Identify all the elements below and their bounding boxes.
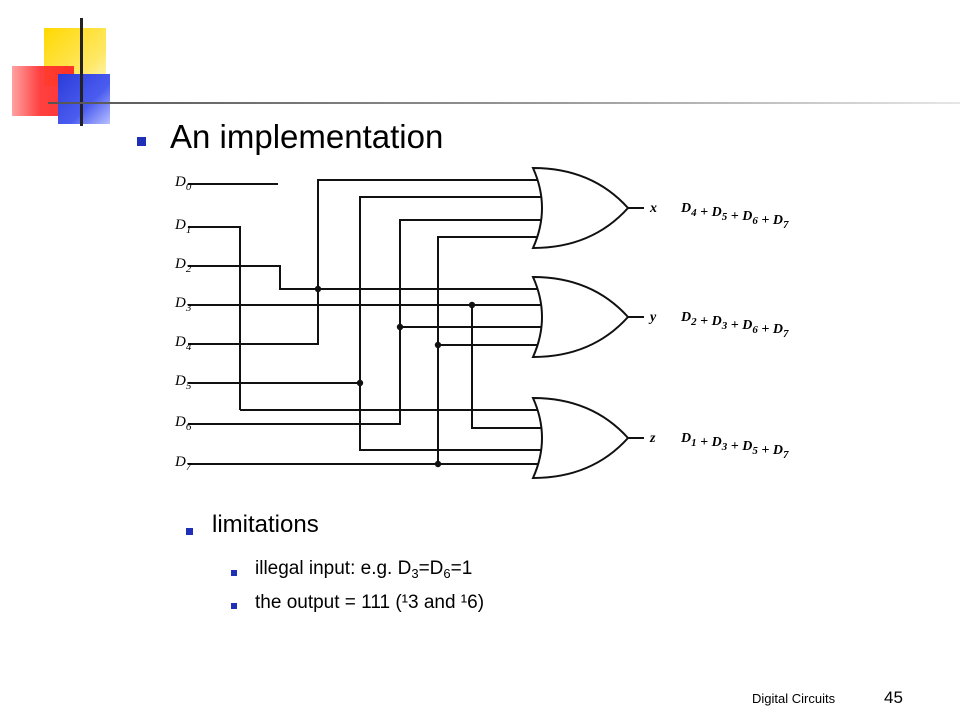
logo-blue-square <box>58 74 110 124</box>
input-line-d1 <box>188 226 241 410</box>
sub-bullet-icon <box>231 570 237 576</box>
sub-bullet-icon <box>231 603 237 609</box>
circuit-wires <box>188 179 644 465</box>
limitations-heading: limitations <box>212 511 319 538</box>
input-line-d5 <box>188 196 543 384</box>
input-label-d7: D7 <box>174 454 192 473</box>
or-gate-x <box>531 166 630 250</box>
illegal-input-mid: =D <box>418 558 444 579</box>
junction-dot <box>396 323 404 331</box>
input-label-d4: D4 <box>174 334 192 353</box>
junction-dot <box>468 301 476 309</box>
limitation-item-output: the output = 111 (¹3 and ¹6) <box>255 592 485 613</box>
output-expression-z: D1 + D3 + D5 + D7 <box>680 431 789 461</box>
input-line-d2 <box>188 265 543 290</box>
output-labels: x D4 + D5 + D6 + D7 y D2 + D3 + D6 + D7 z D1 … <box>648 201 789 461</box>
output-expression-x: D4 + D5 + D6 + D7 <box>680 201 789 231</box>
limitation-item-illegal-input: illegal input: e.g. D3=D6=1 <box>255 557 472 581</box>
junction-dot <box>434 341 442 349</box>
junction-dot <box>356 379 364 387</box>
illegal-input-suffix: =1 <box>450 558 473 579</box>
junction-dot <box>434 460 442 468</box>
page-number: 45 <box>884 688 903 707</box>
input-line-d6 <box>188 219 543 425</box>
input-label-d6: D6 <box>174 414 192 433</box>
gate-z-input-d5 <box>359 383 543 451</box>
input-label-d5: D5 <box>174 373 192 392</box>
input-line-d4 <box>188 179 539 345</box>
junction-dots <box>314 285 476 468</box>
limitations-bullet-icon <box>186 528 193 535</box>
input-label-d3: D3 <box>174 295 192 314</box>
junction-dot <box>314 285 322 293</box>
title-bullet-icon <box>137 137 146 146</box>
input-label-d1: D1 <box>174 217 191 236</box>
bus-d7 <box>437 236 539 464</box>
input-label-d2: D2 <box>174 256 192 275</box>
output-label-x: x <box>649 201 657 216</box>
output-expression-y: D2 + D3 + D6 + D7 <box>680 310 789 340</box>
or-gate-z <box>531 396 630 480</box>
slide-title: An implementation <box>170 118 444 155</box>
footer-text: Digital Circuits <box>752 691 836 706</box>
illegal-input-sub1: 3 <box>411 566 419 581</box>
output-label-z: z <box>649 431 656 446</box>
input-label-d0: D0 <box>174 174 192 193</box>
header-divider-line <box>48 102 960 104</box>
logo-vertical-line <box>80 18 83 126</box>
illegal-input-sub2: 6 <box>443 566 451 581</box>
illegal-input-prefix: illegal input: e.g. D <box>255 558 412 579</box>
output-label-y: y <box>648 310 657 325</box>
or-gates <box>531 166 630 480</box>
or-gate-y <box>531 275 630 359</box>
